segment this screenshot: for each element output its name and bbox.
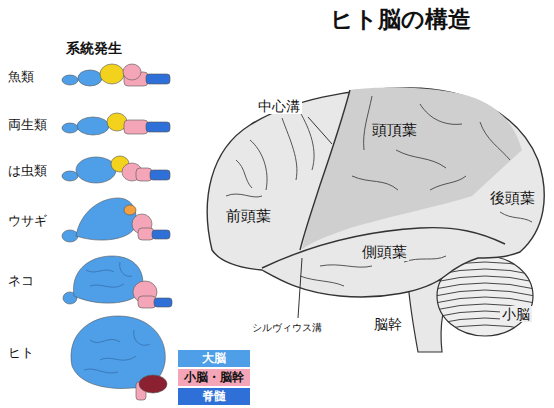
part-label: 頭頂葉 [370, 122, 419, 139]
cat-brain [63, 256, 172, 308]
legend-text: 脊髄 [202, 390, 226, 403]
legend-swatch: 脊髄 [178, 388, 250, 405]
part-label: シルヴィウス溝 [250, 322, 324, 334]
section-heading: 系統発生 [66, 40, 122, 56]
part-label: 中心溝 [256, 98, 302, 114]
part-label: 前頭葉 [224, 208, 273, 225]
animal-label: 両生類 [8, 118, 47, 133]
central-sulcus [300, 90, 350, 250]
diagram-title: ヒト脳の構造 [330, 6, 471, 32]
human-brain-lateral [207, 88, 544, 352]
part-label: 小脳 [500, 306, 532, 322]
part-label: 脳幹 [372, 316, 404, 332]
animal-label: は虫類 [8, 164, 47, 179]
gyri-lines [226, 96, 532, 286]
animal-label: ネコ [8, 274, 34, 289]
reptile-brain [62, 156, 170, 183]
leader-line [308, 117, 332, 144]
human-brain-small [71, 316, 167, 400]
rabbit-brain [62, 198, 170, 242]
leader-line [298, 258, 302, 318]
parietal-shade [302, 88, 522, 249]
fish-brain [62, 64, 170, 86]
amphibian-brain [62, 113, 170, 135]
legend-swatch: 大脳 [178, 350, 250, 367]
animal-label: ウサギ [8, 214, 47, 229]
legend-swatch: 小脳・脳幹 [178, 369, 250, 386]
part-label: 後頭葉 [488, 190, 537, 207]
animal-label: 魚類 [8, 70, 34, 85]
part-label: 側頭葉 [360, 244, 409, 261]
legend-text: 大脳 [202, 352, 226, 365]
legend-text: 小脳・脳幹 [184, 371, 244, 384]
animal-label: ヒト [8, 346, 34, 361]
cerebrum-outline [207, 88, 544, 297]
sylvian-fissure [262, 228, 505, 268]
